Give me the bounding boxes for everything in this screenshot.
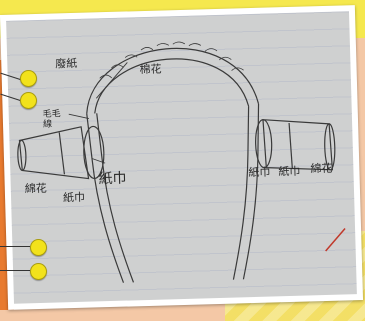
- label-tissue-small-left: 紙巾: [62, 190, 86, 205]
- label-wool-yarn: 毛毛 線: [42, 109, 61, 130]
- label-waste-paper: 廢紙: [55, 56, 78, 71]
- label-cotton-left: 綿花: [24, 181, 47, 196]
- yellow-pin-icon: [20, 70, 37, 87]
- red-tick-mark: [325, 227, 346, 252]
- yellow-pin-icon: [30, 239, 47, 256]
- label-cotton-right: 綿花: [310, 161, 333, 176]
- headphone-sketch: [17, 41, 336, 283]
- pin-string-4: [0, 270, 30, 271]
- photo-frame: 廢紙 棉花 毛毛 線 紙巾 綿花 紙巾 紙巾 紙巾 綿花: [0, 5, 364, 310]
- yellow-pin-icon: [20, 92, 37, 109]
- sketch-paper: 廢紙 棉花 毛毛 線 紙巾 綿花 紙巾 紙巾 紙巾 綿花: [6, 11, 357, 304]
- label-tissue-right-1: 紙巾: [248, 165, 271, 180]
- pin-string-3: [0, 246, 30, 247]
- label-tissue-right-2: 紙巾: [278, 164, 301, 179]
- yellow-pin-icon: [30, 263, 47, 280]
- label-cotton-top: 棉花: [139, 62, 162, 77]
- label-tissue-left: 紙巾: [98, 170, 127, 188]
